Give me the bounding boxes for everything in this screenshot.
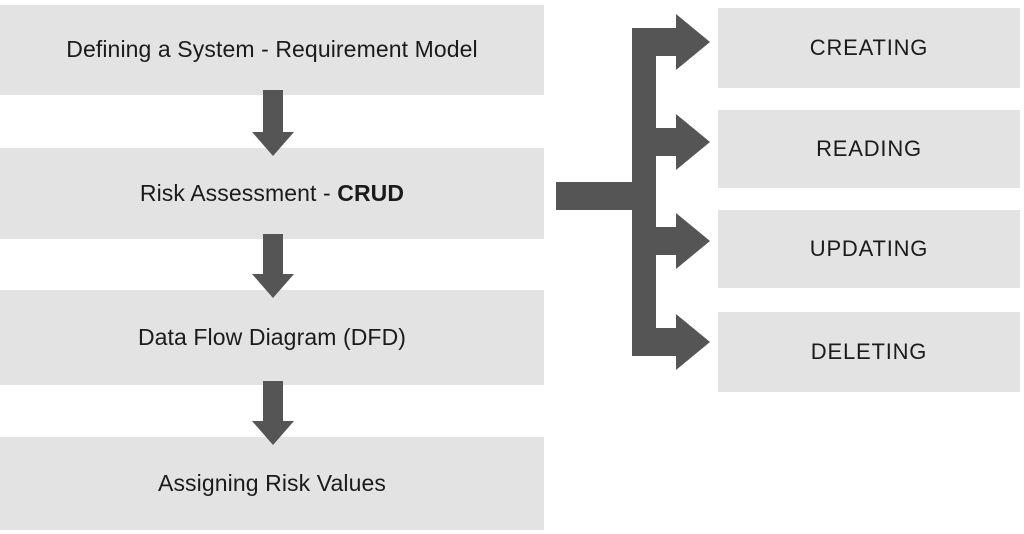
stage-box-defining-a-system[interactable]: Defining a System - Requirement Model [0, 5, 544, 95]
stage-label-1: Defining a System - Requirement Model [66, 36, 478, 63]
crud-label-2: READING [816, 135, 922, 161]
crud-label-3: UPDATING [809, 235, 929, 261]
arrow-down-stage1-to-stage2 [252, 90, 294, 156]
crud-box-reading[interactable]: READING [718, 110, 1020, 188]
branch-arm-updating [648, 213, 710, 269]
arrow-down-stage3-to-stage4 [252, 381, 294, 445]
branch-arm-reading [648, 114, 710, 170]
crud-label-4: DELETING [810, 338, 928, 364]
stage-label-2-prefix: Risk Assessment - [139, 179, 338, 206]
branch-arm-creating [648, 14, 710, 70]
stage-label-3: Data Flow Diagram (DFD) [137, 323, 407, 350]
stage-label-2: Risk Assessment - CRUD [140, 180, 404, 208]
arrow-shaft [263, 90, 283, 134]
crud-box-updating[interactable]: UPDATING [718, 210, 1020, 288]
stage-label-4: Assigning Risk Values [158, 469, 386, 496]
arrow-head [252, 421, 294, 445]
crud-box-creating[interactable]: CREATING [718, 8, 1020, 88]
branch-trunk [632, 28, 656, 356]
arrow-head [252, 132, 294, 156]
branch-arm-deleting [648, 314, 710, 370]
stage-box-assigning-risk-values[interactable]: Assigning Risk Values [0, 437, 544, 530]
branch-stem-in [556, 182, 636, 210]
arrow-shaft [263, 234, 283, 276]
stage-label-2-strong: CRUD [337, 179, 405, 206]
arrow-head [252, 274, 294, 298]
arrow-down-stage2-to-stage3 [252, 234, 294, 298]
stage-box-data-flow-diagram[interactable]: Data Flow Diagram (DFD) [0, 290, 544, 385]
crud-label-1: CREATING [809, 34, 929, 60]
arrow-shaft [263, 381, 283, 423]
stage-box-risk-assessment-crud[interactable]: Risk Assessment - CRUD [0, 148, 544, 239]
crud-box-deleting[interactable]: DELETING [718, 312, 1020, 392]
